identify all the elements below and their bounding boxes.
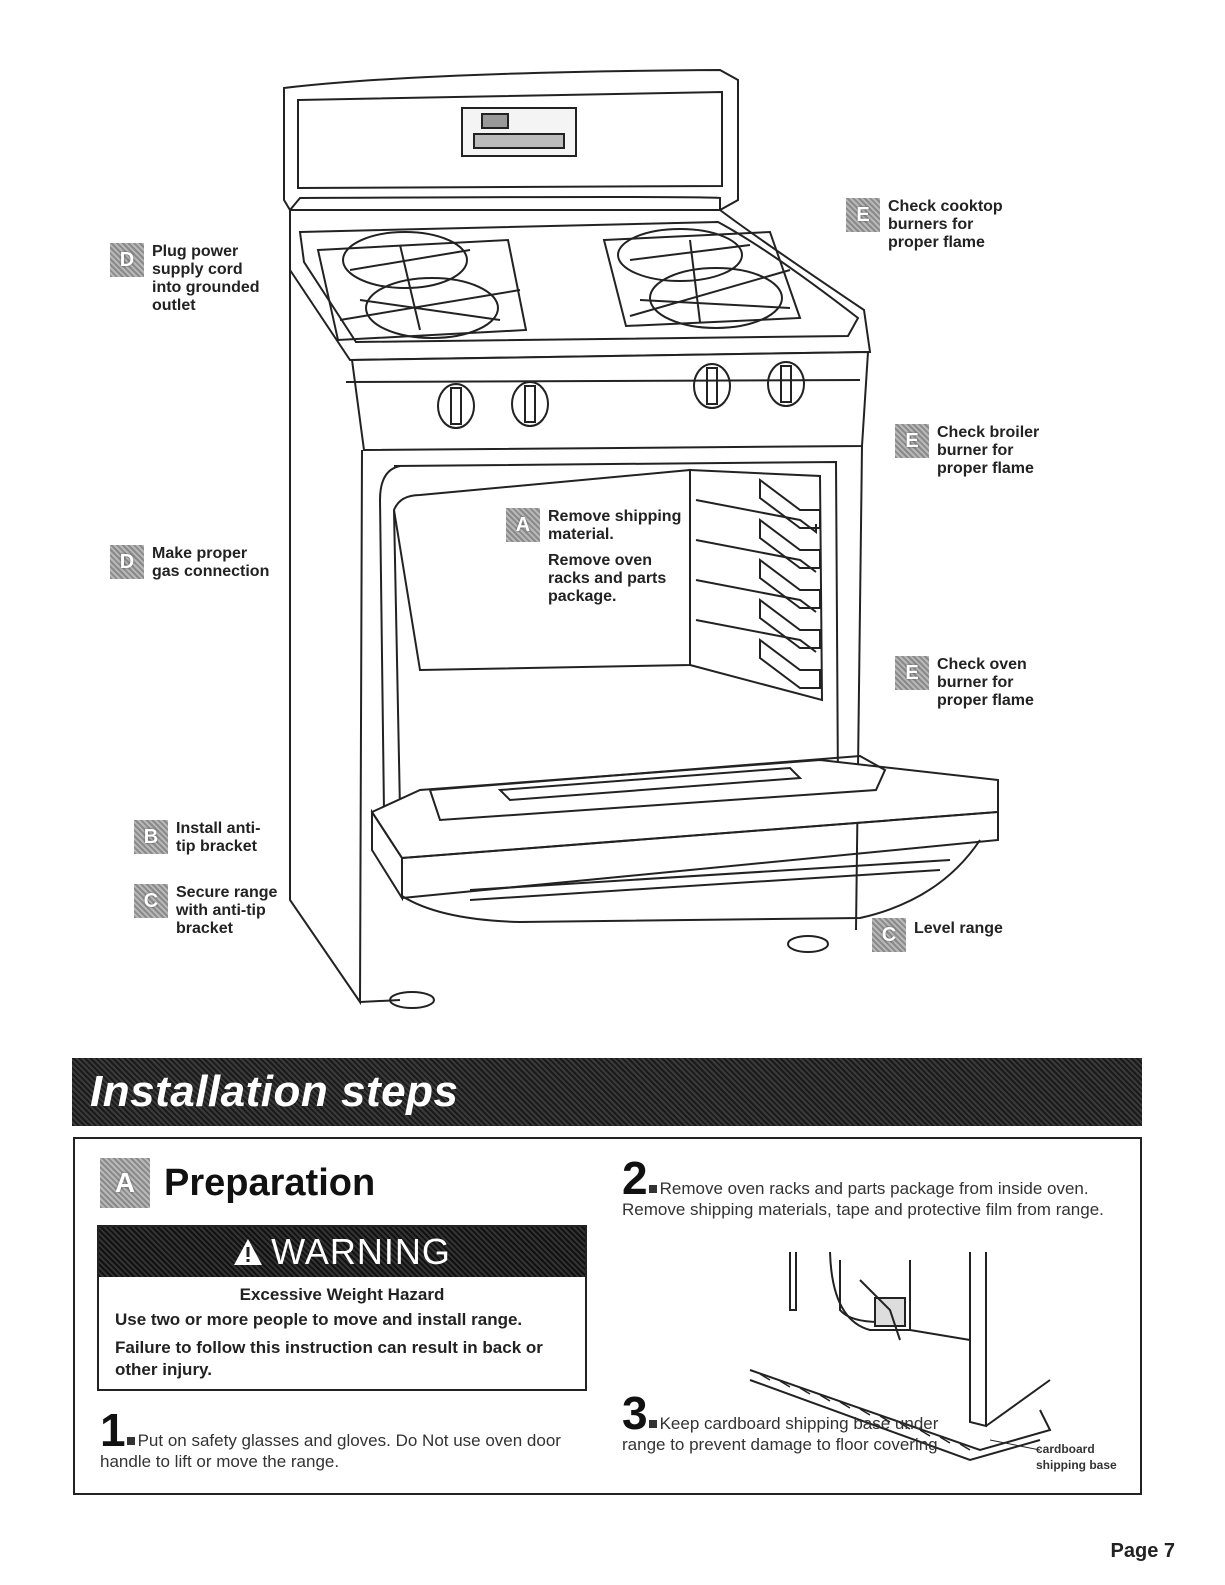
step-badge: A	[506, 508, 540, 542]
banner-title: Installation steps	[90, 1067, 459, 1116]
warning-line: Failure to follow this instruction can r…	[115, 1338, 543, 1379]
step-badge: D	[110, 545, 144, 579]
section-banner: Installation steps	[72, 1058, 1142, 1126]
step-number: 3	[622, 1387, 648, 1439]
callout-secure-range: C Secure range with anti-tip bracket	[134, 884, 277, 938]
bullet-icon	[648, 1419, 657, 1428]
step-badge: B	[134, 820, 168, 854]
callout-cooktop-burners: E Check cooktop burners for proper flame	[846, 198, 1003, 252]
callout-text: Make proper gas connection	[152, 545, 270, 580]
step-badge: E	[895, 424, 929, 458]
cardboard-base-label: cardboard shipping base	[1036, 1442, 1117, 1472]
step-text: Keep cardboard shipping base under range…	[622, 1414, 943, 1454]
step-badge: A	[100, 1158, 150, 1208]
installation-box	[73, 1137, 1142, 1495]
warning-line: Use two or more people to move and insta…	[115, 1310, 523, 1329]
callout-text: Check oven burner for proper flame	[937, 656, 1034, 709]
callout-text: Remove oven racks and parts package.	[548, 552, 667, 605]
callout-plug-power: D Plug power supply cord into grounded o…	[110, 243, 260, 315]
callout-text: Check cooktop burners for proper flame	[888, 198, 1003, 251]
step-badge: E	[895, 656, 929, 690]
callout-gas-connection: D Make proper gas connection	[110, 545, 269, 581]
preparation-title: Preparation	[164, 1161, 376, 1204]
step-badge: E	[846, 198, 880, 232]
bullet-icon	[126, 1436, 135, 1445]
step-number: 2	[622, 1152, 648, 1204]
preparation-heading: A Preparation	[100, 1158, 375, 1208]
shipping-base-illustration	[749, 1251, 1052, 1462]
callout-broiler-burner: E Check broiler burner for proper flame	[895, 424, 1039, 478]
step-text: Put on safety glasses and gloves. Do Not…	[100, 1431, 561, 1471]
range-illustration	[283, 68, 999, 1009]
page-number: Page 7	[1110, 1540, 1175, 1562]
step-badge: D	[110, 243, 144, 277]
callout-text: Remove shipping material.	[548, 508, 682, 543]
step-number: 1	[100, 1404, 126, 1456]
callout-remove-shipping: A Remove shipping material. Remove oven …	[506, 508, 681, 606]
callout-level-range: C Level range	[872, 918, 1003, 952]
warning-header: WARNING	[99, 1227, 585, 1277]
range-diagram: D Plug power supply cord into grounded o…	[110, 68, 1039, 1009]
step-text: Remove oven racks and parts package from…	[622, 1179, 1104, 1219]
warning-word: WARNING	[271, 1231, 451, 1272]
callout-oven-burner: E Check oven burner for proper flame	[895, 656, 1034, 710]
callout-text: Level range	[914, 920, 1003, 937]
warning-box: WARNING Excessive Weight Hazard Use two …	[97, 1225, 587, 1391]
hazard-title: Excessive Weight Hazard	[239, 1285, 445, 1304]
callout-text: Secure range with anti-tip bracket	[176, 884, 278, 937]
step-badge: C	[134, 884, 168, 918]
step-badge: C	[872, 918, 906, 952]
bullet-icon	[648, 1184, 657, 1193]
warning-triangle-icon	[234, 1239, 263, 1265]
callout-anti-tip-bracket: B Install anti- tip bracket	[134, 820, 260, 856]
callout-text: Plug power supply cord into grounded out…	[152, 243, 260, 314]
callout-text: Check broiler burner for proper flame	[937, 424, 1040, 477]
callout-text: Install anti- tip bracket	[176, 820, 261, 855]
